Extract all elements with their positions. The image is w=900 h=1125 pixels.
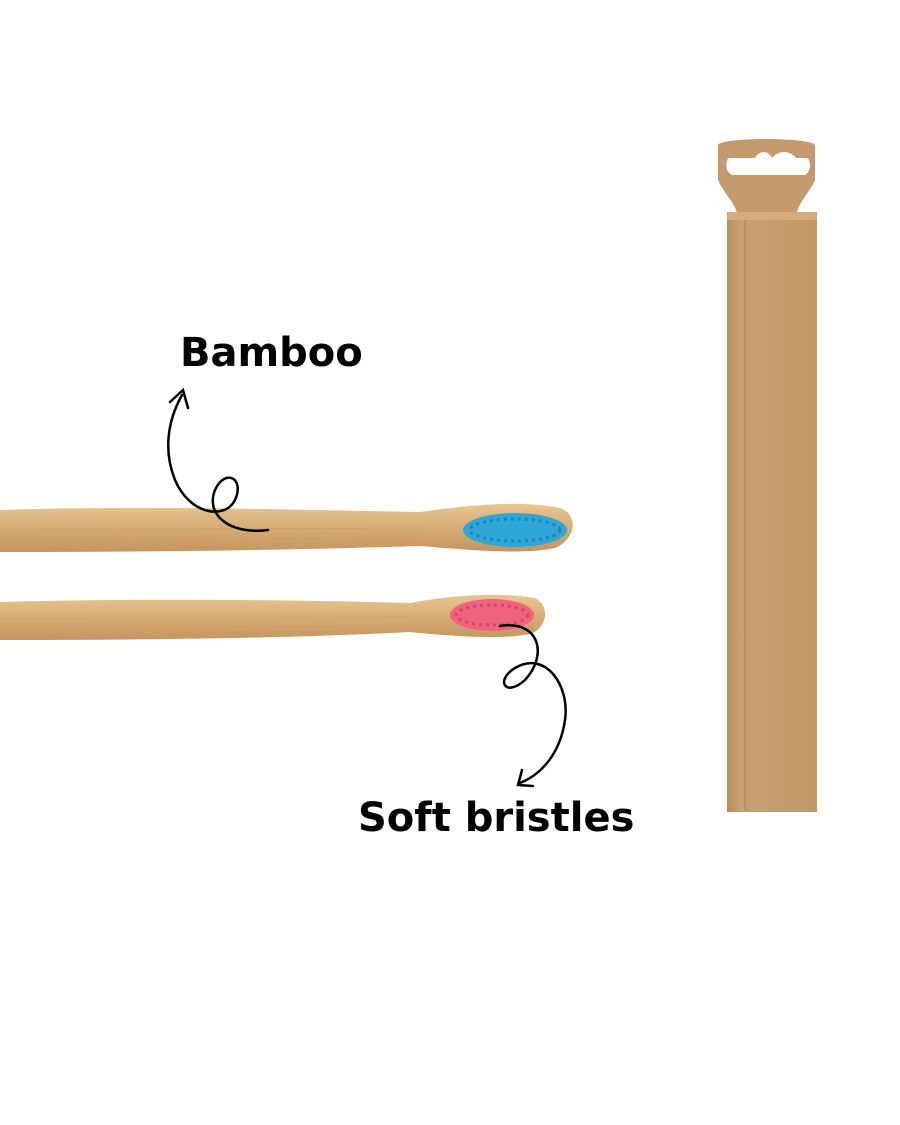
blue-bristles bbox=[463, 513, 567, 547]
pink-bristles bbox=[450, 599, 534, 631]
box-hanger-tab bbox=[718, 139, 815, 215]
toothbrush-blue bbox=[0, 503, 573, 552]
arrow-bamboo-icon bbox=[166, 387, 270, 533]
arrow-soft-bristles-icon bbox=[498, 624, 567, 788]
kraft-box bbox=[718, 139, 817, 812]
soft-bristles-label: Soft bristles bbox=[358, 795, 635, 841]
toothbrush-pink bbox=[0, 594, 546, 640]
bamboo-label: Bamboo bbox=[180, 330, 363, 376]
